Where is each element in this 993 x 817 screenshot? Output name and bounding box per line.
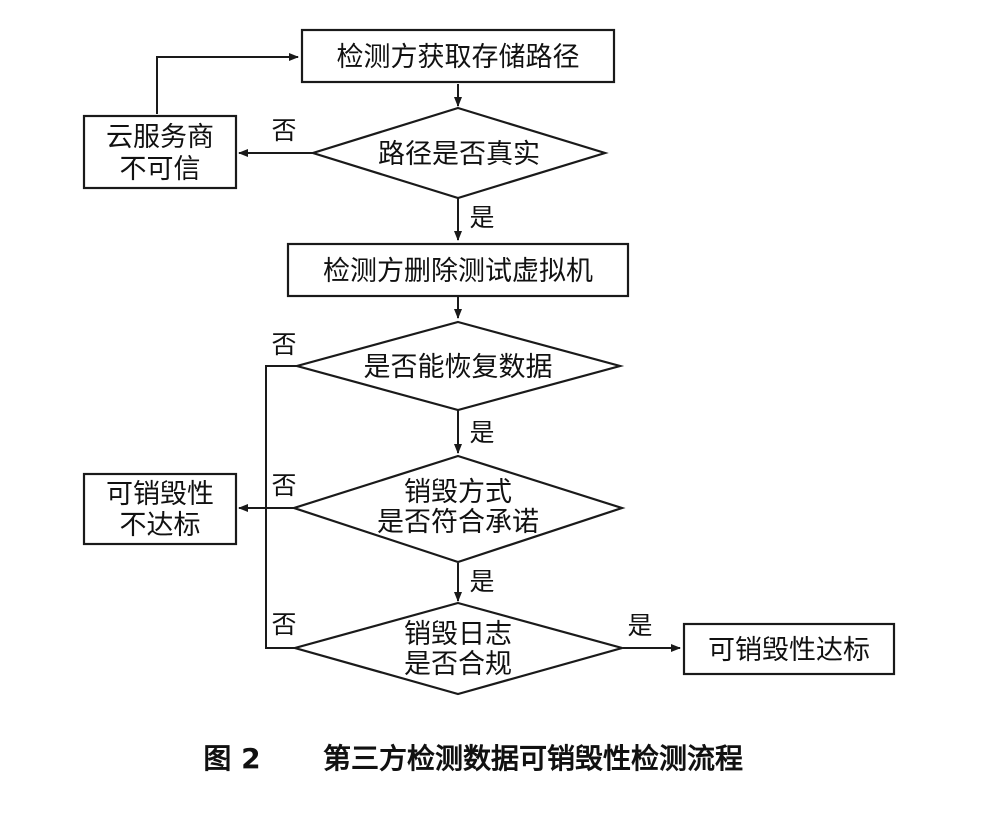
edge-untrusted-to-getpath [156,53,299,114]
node-get-path-label: 检测方获取存储路径 [337,42,580,73]
node-untrusted-line2: 不可信 [120,154,201,185]
node-log-ok: 销毁日志 是否合规 [290,601,627,696]
node-path-real: 路径是否真实 [309,106,609,200]
node-untrusted-line1: 云服务商 [106,122,214,153]
node-method-ok-line2: 是否符合承诺 [377,507,539,538]
node-path-real-label: 路径是否真实 [378,139,540,170]
node-method-ok: 销毁方式 是否符合承诺 [290,454,626,564]
node-not-met: 可销毁性 不达标 [82,472,238,546]
edge-label-no-log: 否 [271,610,296,639]
node-recover: 是否能恢复数据 [292,320,625,412]
edge-label-no-path: 否 [271,116,296,145]
node-not-met-line2: 不达标 [120,510,201,541]
node-get-path: 检测方获取存储路径 [300,28,616,84]
edge-labels: 否 是 否 是 否 是 否 是 [271,116,652,640]
node-not-met-line1: 可销毁性 [106,479,214,510]
node-log-ok-line2: 是否合规 [404,649,512,680]
edge-label-yes-log: 是 [627,611,652,640]
node-met-label: 可销毁性达标 [708,635,870,666]
edges [156,53,681,652]
node-delete-vm: 检测方删除测试虚拟机 [286,242,630,298]
edge-label-no-recover: 否 [271,330,296,359]
node-met: 可销毁性达标 [682,622,896,676]
node-untrusted: 云服务商 不可信 [82,114,238,190]
figure-caption: 图 2 第三方检测数据可销毁性检测流程 [203,742,743,775]
edge-label-no-method: 否 [271,471,296,500]
edge-label-yes-path: 是 [469,203,494,232]
edge-label-yes-recover: 是 [469,418,494,447]
caption-title: 第三方检测数据可销毁性检测流程 [323,742,743,775]
edge-label-yes-method: 是 [469,567,494,596]
node-log-ok-line1: 销毁日志 [404,619,512,650]
node-delete-vm-label: 检测方删除测试虚拟机 [323,256,593,287]
node-recover-label: 是否能恢复数据 [364,352,553,383]
edge-recover-log-no-line [265,365,297,649]
node-method-ok-line1: 销毁方式 [404,477,512,508]
caption-number: 图 2 [203,742,260,775]
